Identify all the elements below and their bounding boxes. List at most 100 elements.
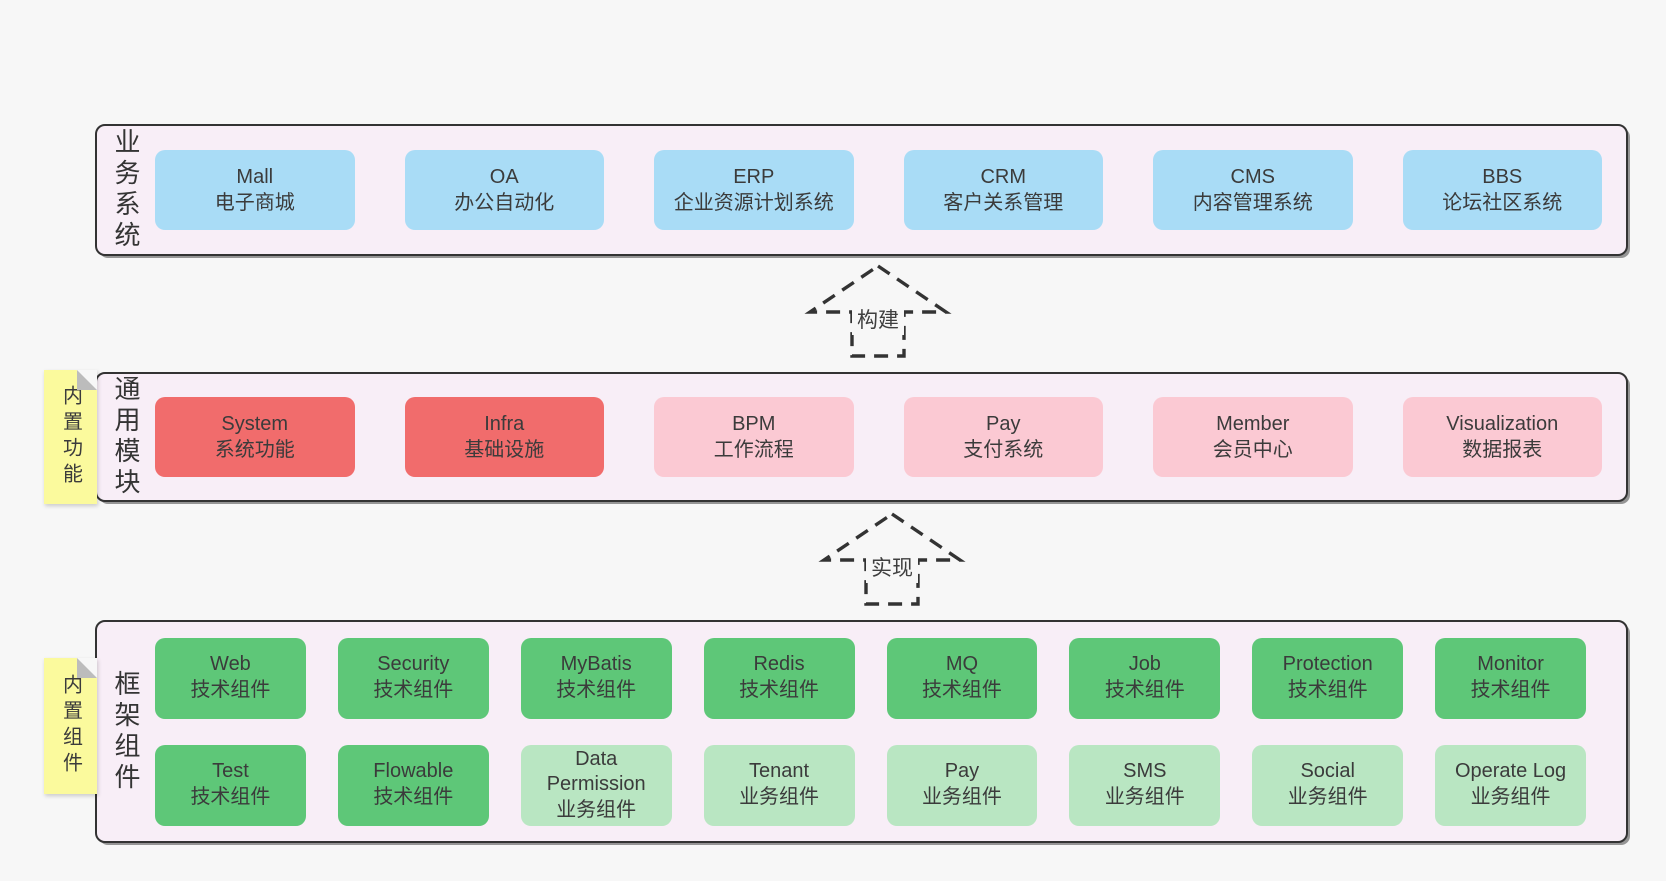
dashed-up-arrow-icon [804, 263, 952, 358]
panel-label-column: 业务系统 [97, 126, 155, 254]
node-social: Social 业务组件 [1252, 744, 1404, 826]
node-name: Monitor [1477, 653, 1544, 676]
node-desc: 技术组件 [373, 786, 454, 808]
node-bpm: BPM 工作流程 [654, 397, 854, 477]
node-desc: 业务组件 [921, 786, 1002, 808]
node-desc: 内容管理系统 [1192, 192, 1313, 214]
node-name: Tenant [749, 760, 810, 783]
node-mq: MQ 技术组件 [886, 637, 1038, 719]
node-desc: 技术组件 [1104, 679, 1185, 701]
node-desc: 技术组件 [190, 679, 271, 701]
node-desc: 技术组件 [190, 786, 271, 808]
node-web: Web 技术组件 [155, 637, 306, 719]
arrow-implement-label: 实现 [866, 551, 918, 583]
node-data-permission: Data Permission 业务组件 [520, 744, 672, 826]
node-name: MyBatis [560, 653, 632, 676]
components-rows: Web 技术组件 Security 技术组件 MyBatis 技术组件 Redi… [155, 622, 1626, 841]
dashed-up-arrow-icon [818, 511, 966, 606]
node-member: Member 会员中心 [1153, 397, 1353, 477]
node-desc: 电子商城 [214, 192, 295, 214]
node-desc: 技术组件 [739, 679, 820, 701]
node-desc: 论坛社区系统 [1442, 192, 1563, 214]
node-name: BBS [1482, 165, 1523, 188]
node-name: Data Permission [546, 747, 646, 796]
node-crm: CRM 客户关系管理 [903, 150, 1103, 230]
node-protection: Protection 技术组件 [1252, 637, 1404, 719]
node-mybatis: MyBatis 技术组件 [520, 637, 672, 719]
node-desc: 技术组件 [1470, 679, 1551, 701]
sticky-fold-icon [77, 658, 97, 678]
node-desc: 业务组件 [556, 798, 637, 821]
node-desc: 技术组件 [556, 679, 637, 701]
node-name: BPM [732, 412, 776, 435]
node-flowable: Flowable 技术组件 [337, 744, 489, 826]
node-name: Pay [986, 412, 1021, 435]
node-name: Social [1300, 760, 1355, 783]
node-desc: 技术组件 [1287, 679, 1368, 701]
sticky-note-text: 内置功能 [59, 385, 82, 489]
node-name: Operate Log [1454, 760, 1567, 783]
node-desc: 系统功能 [214, 439, 295, 461]
node-name: Web [210, 653, 251, 676]
node-erp: ERP 企业资源计划系统 [654, 150, 854, 230]
node-desc: 支付系统 [963, 439, 1044, 461]
node-desc: 技术组件 [373, 679, 454, 701]
panel-label-modules: 通用模块 [111, 375, 141, 499]
node-pay-component: Pay 业务组件 [886, 744, 1038, 826]
node-desc: 业务组件 [1470, 786, 1551, 808]
node-name: MQ [945, 653, 979, 676]
panel-label-business: 业务系统 [111, 128, 141, 252]
node-system: System 系统功能 [155, 397, 355, 477]
node-security: Security 技术组件 [337, 637, 489, 719]
common-modules-panel: 内置功能 通用模块 System 系统功能 Infra 基础设施 BPM 工作流… [44, 370, 1628, 504]
node-name: System [221, 412, 289, 435]
node-redis: Redis 技术组件 [703, 637, 855, 719]
node-oa: OA 办公自动化 [404, 150, 604, 230]
node-desc: 办公自动化 [454, 192, 555, 214]
sticky-note-builtin-components: 内置组件 [44, 658, 97, 794]
node-cms: CMS 内容管理系统 [1153, 150, 1353, 230]
node-bbs: BBS 论坛社区系统 [1402, 150, 1602, 230]
sticky-note-text: 内置组件 [59, 674, 82, 778]
node-desc: 技术组件 [921, 679, 1002, 701]
arrow-build: 构建 [788, 260, 968, 360]
node-job: Job 技术组件 [1069, 637, 1221, 719]
node-desc: 基础设施 [464, 439, 545, 461]
node-name: Mall [236, 165, 274, 188]
node-name: Visualization [1446, 412, 1559, 435]
node-mall: Mall 电子商城 [155, 150, 355, 230]
components-row-1: Web 技术组件 Security 技术组件 MyBatis 技术组件 Redi… [155, 637, 1586, 719]
business-boxes-row: Mall 电子商城 OA 办公自动化 ERP 企业资源计划系统 CRM 客户关系… [155, 126, 1626, 254]
node-desc: 业务组件 [1287, 786, 1368, 808]
node-desc: 业务组件 [1104, 786, 1185, 808]
panel-label-column: 框架组件 [97, 622, 155, 841]
node-name: Job [1128, 653, 1161, 676]
framework-components-panel: 内置组件 框架组件 Web 技术组件 Security 技术组件 MyBatis… [44, 620, 1628, 843]
arrow-implement: 实现 [802, 508, 982, 608]
node-name: Test [212, 760, 249, 783]
panel-label-column: 通用模块 [97, 374, 155, 500]
sticky-note-builtin-features: 内置功能 [44, 370, 97, 504]
node-infra: Infra 基础设施 [404, 397, 604, 477]
node-desc: 会员中心 [1212, 439, 1293, 461]
node-name: Security [377, 653, 450, 676]
node-monitor: Monitor 技术组件 [1435, 637, 1586, 719]
modules-boxes-row: System 系统功能 Infra 基础设施 BPM 工作流程 Pay 支付系统… [155, 374, 1626, 500]
components-row-2: Test 技术组件 Flowable 技术组件 Data Permission … [155, 744, 1586, 826]
node-name: ERP [733, 165, 775, 188]
node-sms: SMS 业务组件 [1069, 744, 1221, 826]
node-name: Redis [753, 653, 805, 676]
node-test: Test 技术组件 [155, 744, 306, 826]
node-desc: 客户关系管理 [943, 192, 1064, 214]
node-name: Protection [1282, 653, 1373, 676]
node-pay-module: Pay 支付系统 [903, 397, 1103, 477]
node-tenant: Tenant 业务组件 [703, 744, 855, 826]
arrow-build-label: 构建 [852, 303, 904, 335]
node-operate-log: Operate Log 业务组件 [1435, 744, 1586, 826]
node-name: Member [1216, 412, 1290, 435]
node-desc: 业务组件 [739, 786, 820, 808]
node-name: CMS [1230, 165, 1275, 188]
node-desc: 企业资源计划系统 [673, 192, 834, 214]
node-desc: 工作流程 [713, 439, 794, 461]
node-name: OA [489, 165, 519, 188]
